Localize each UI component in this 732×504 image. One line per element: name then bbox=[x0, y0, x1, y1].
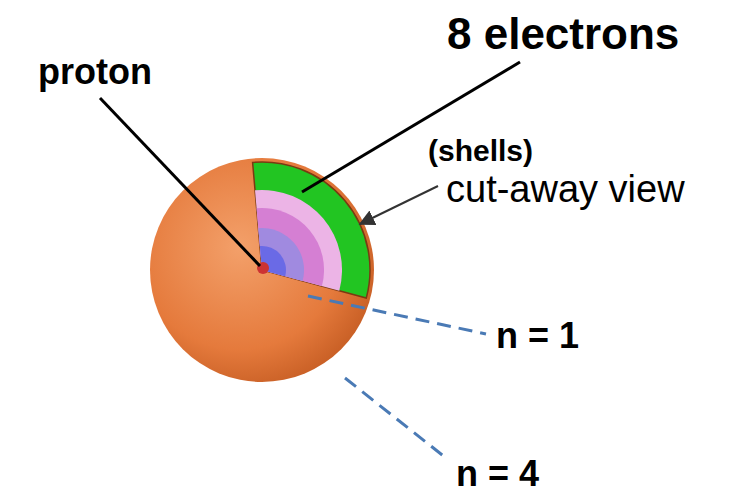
view-label: cut-away view bbox=[446, 170, 685, 208]
shell-number: n = 1 bbox=[496, 318, 579, 354]
part-label: proton bbox=[38, 54, 152, 90]
part-label: 8 electrons bbox=[447, 12, 679, 56]
shell-outer bbox=[253, 162, 370, 298]
dashed-leader bbox=[308, 296, 486, 334]
shell bbox=[255, 190, 342, 291]
part-label: (shells) bbox=[428, 136, 533, 166]
dashed-leader bbox=[345, 378, 446, 458]
shell-number: n = 4 bbox=[456, 456, 539, 492]
arrow bbox=[360, 186, 438, 224]
shell bbox=[257, 208, 324, 286]
leader-line bbox=[100, 98, 260, 266]
atom-sphere bbox=[150, 158, 374, 382]
